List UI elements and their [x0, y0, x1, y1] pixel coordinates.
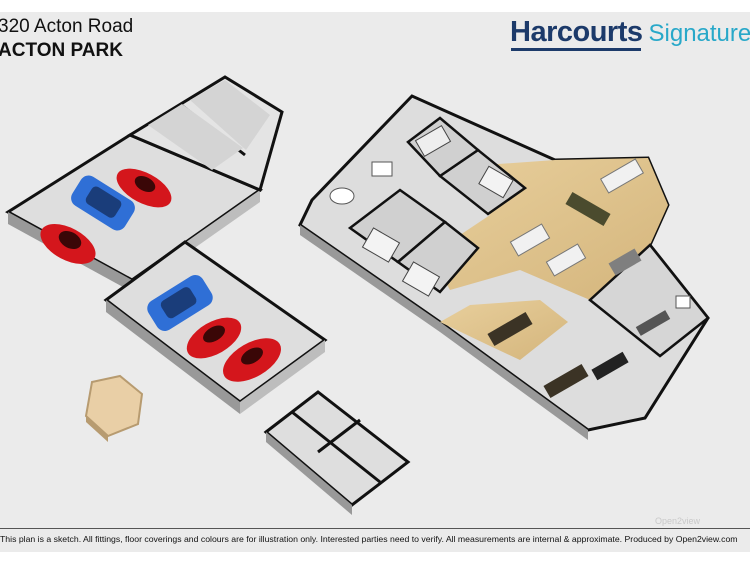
address-street: 320 Acton Road [0, 16, 134, 37]
address-suburb: ACTON PARK [0, 40, 123, 61]
car-red-1 [40, 224, 96, 264]
bathroom [329, 161, 691, 309]
bedrooms [347, 116, 528, 297]
dining-tables [487, 311, 589, 399]
disclaimer-text: This plan is a sketch. All fittings, flo… [0, 534, 738, 544]
watermark: Open2view [655, 516, 701, 526]
car-red-3 [186, 317, 242, 359]
brand-tagline: Signature [648, 20, 750, 47]
living-furniture [509, 158, 645, 277]
floor-plan-drawing [5, 75, 710, 515]
storage-boxes [263, 390, 411, 515]
footer-rule [0, 528, 750, 529]
car-blue-1 [71, 175, 135, 231]
car-red-2 [116, 168, 172, 208]
car-red-4 [223, 338, 281, 382]
hex-deck [84, 374, 144, 442]
brand-name: Harcourts [510, 16, 643, 48]
kitchen [588, 243, 710, 381]
carport-top [126, 75, 284, 193]
brand-underline [511, 48, 641, 51]
car-blue-2 [147, 275, 213, 331]
